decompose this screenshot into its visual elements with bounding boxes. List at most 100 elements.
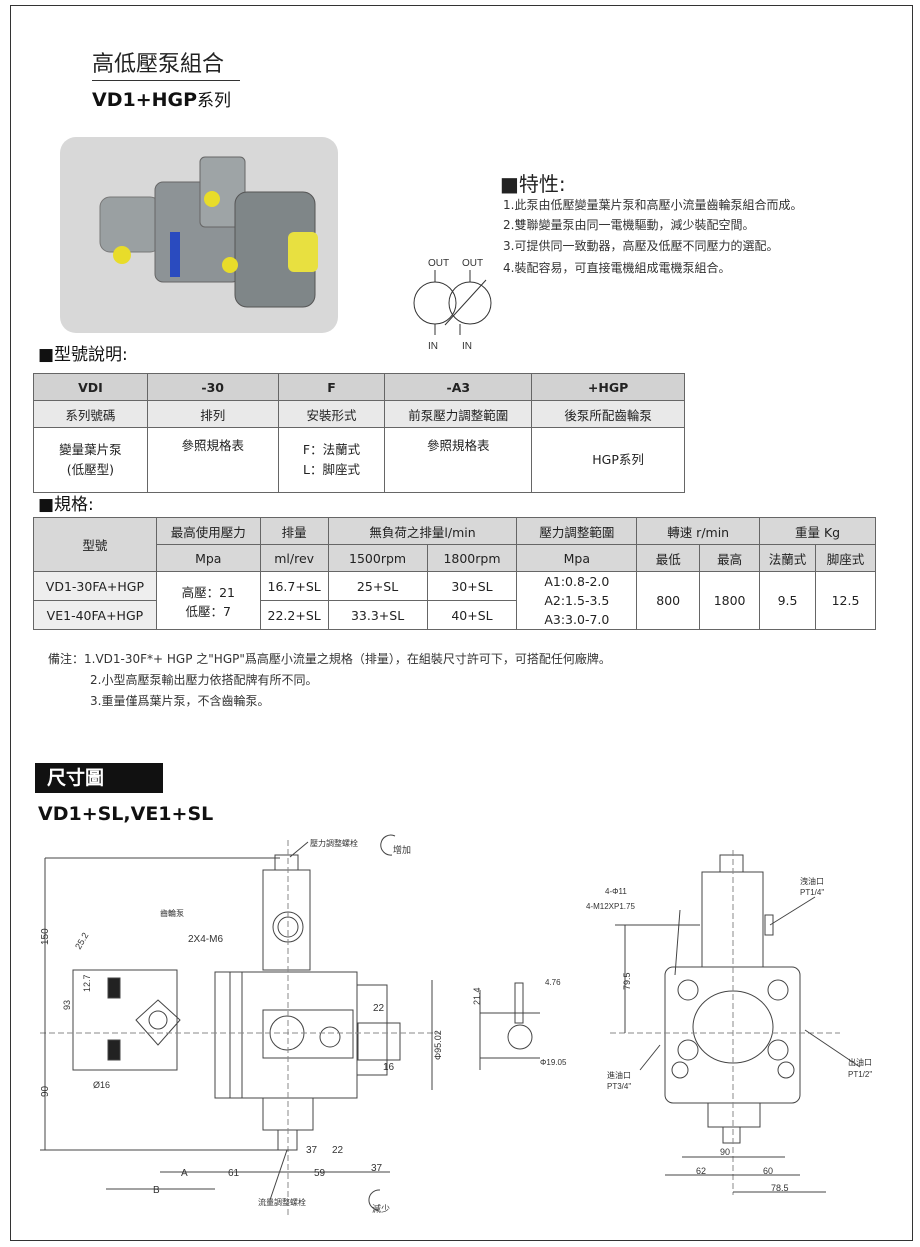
- dim-79-5: 79.5: [622, 972, 632, 990]
- unit-cell: 最高: [699, 544, 761, 572]
- inlet-label: 進油口: [607, 1070, 631, 1080]
- feature-item: 2.雙聯變量泵由同一電機驅動，減少裝配空間。: [503, 218, 755, 232]
- specs-heading: ■規格:: [38, 495, 94, 515]
- detail-cell: 參照規格表: [384, 427, 533, 493]
- range-a1: A1:0.8-2.0: [544, 574, 610, 589]
- dim-62: 62: [696, 1166, 706, 1176]
- dim-phi16: Ø16: [93, 1080, 110, 1090]
- detail-text: F：法蘭式: [302, 442, 361, 457]
- in-label: IN: [462, 341, 472, 352]
- in-label: IN: [428, 341, 438, 352]
- disp-cell: 22.2+SL: [259, 600, 329, 630]
- dim-150: 150: [40, 928, 51, 945]
- hydraulic-symbol: OUT OUT IN IN: [413, 258, 492, 352]
- drain-size-label: PT1/4": [800, 888, 824, 897]
- flow-cell: 30+SL: [426, 571, 518, 601]
- detail-cell: F：法蘭式 L：脚座式: [277, 427, 386, 493]
- page-title: 高低壓泵組合: [92, 46, 240, 81]
- unit-cell: 法蘭式: [759, 544, 816, 572]
- outlet-size-label: PT1/2": [848, 1070, 872, 1079]
- header-speed: 轉速 r/min: [636, 517, 761, 545]
- code-cell: -30: [146, 373, 279, 401]
- unit-cell: 1500rpm: [327, 544, 428, 572]
- note-1: 備注：1.VD1-30F*+ HGP 之"HGP"爲高壓小流量之規格（排量），在…: [48, 652, 611, 666]
- flow-cell: 33.3+SL: [327, 600, 428, 630]
- dim-61: 61: [228, 1168, 240, 1179]
- dim-78-5: 78.5: [771, 1183, 789, 1193]
- inlet-size-label: PT3/4": [607, 1082, 631, 1091]
- pump-image: [99, 156, 318, 308]
- dim-37: 37: [371, 1163, 383, 1174]
- dimension-model: VD1+SL,VE1+SL: [38, 803, 214, 825]
- front-view-drawing: 4-Φ11 4-M12XP1.75 洩油口 PT1/4" 79.5 21.4 4…: [472, 850, 872, 1195]
- outlet-label: 出油口: [848, 1057, 872, 1067]
- bolt-label: 2X4-M6: [188, 934, 223, 945]
- dim-B: B: [153, 1185, 160, 1196]
- side-view-drawing: 壓力調整螺栓 增加 齒輪泵 2X4-M6 150 90 25.2 12.7 93…: [40, 834, 443, 1215]
- gear-pump-label: 齒輪泵: [160, 908, 184, 918]
- model-cell: VE1-40FA+HGP: [33, 600, 157, 630]
- drain-label: 洩油口: [800, 876, 824, 886]
- weight-flange-cell: 9.5: [759, 571, 816, 630]
- pressure-screw-label: 壓力調整螺栓: [310, 838, 358, 848]
- dim-22: 22: [332, 1145, 344, 1156]
- range-a2: A2:1.5-3.5: [544, 593, 610, 608]
- model-cell: VD1-30FA+HGP: [33, 571, 157, 601]
- detail-cell: HGP系列: [531, 427, 685, 493]
- code-cell: -A3: [384, 373, 533, 401]
- dim-25-2: 25.2: [73, 931, 90, 951]
- decrease-label: 減少: [372, 1203, 390, 1214]
- detail-cell: 變量葉片泵 (低壓型): [33, 427, 148, 493]
- note-2: 2.小型高壓泵輸出壓力依搭配牌有所不同。: [90, 673, 318, 687]
- model-code-heading: ■型號說明:: [38, 345, 128, 365]
- flow-cell: 25+SL: [327, 571, 428, 601]
- features-heading: ■特性:: [500, 172, 566, 196]
- meaning-cell: 系列號碼: [33, 400, 148, 428]
- dimension-badge: 尺寸圖: [35, 763, 163, 793]
- meaning-cell: 前泵壓力調整範圍: [384, 400, 533, 428]
- dim-21-4: 21.4: [472, 987, 482, 1005]
- dim-22: 22: [373, 1003, 385, 1014]
- detail-text: (低壓型): [66, 462, 115, 477]
- dim-59: 59: [314, 1168, 326, 1179]
- meaning-cell: 安裝形式: [277, 400, 386, 428]
- flow-cell: 40+SL: [426, 600, 518, 630]
- dim-phi95: Φ95.02: [433, 1030, 443, 1060]
- out-label: OUT: [462, 258, 483, 269]
- dim-key: 4.76: [545, 978, 561, 987]
- unit-cell: 1800rpm: [426, 544, 518, 572]
- dim-60: 60: [763, 1166, 773, 1176]
- flow-screw-label: 流量調整螺栓: [258, 1197, 306, 1207]
- note-3: 3.重量僅爲葉片泵，不含齒輪泵。: [90, 694, 270, 708]
- dim-93: 93: [62, 1000, 72, 1010]
- code-cell: VDI: [33, 373, 148, 401]
- code-cell: F: [277, 373, 386, 401]
- dim-12-7: 12.7: [82, 974, 92, 992]
- detail-text: L：脚座式: [303, 462, 360, 477]
- feature-item: 4.裝配容易，可直接電機組成電機泵組合。: [503, 261, 731, 275]
- page-frame: [10, 5, 913, 1241]
- holes-label: 4-Φ11: [605, 887, 627, 896]
- product-photo: [60, 137, 338, 333]
- dim-shaft: Φ19.05: [540, 1058, 567, 1067]
- dim-37: 37: [306, 1145, 318, 1156]
- speed-min-cell: 800: [636, 571, 701, 630]
- weight-foot-cell: 12.5: [814, 571, 877, 630]
- detail-text: 變量葉片泵: [59, 442, 122, 457]
- pressure-high: 高壓：21: [181, 584, 235, 600]
- feature-item: 3.可提供同一致動器，高壓及低壓不同壓力的選配。: [503, 239, 779, 253]
- series-model: VD1+HGP: [92, 89, 198, 111]
- out-label: OUT: [428, 258, 449, 269]
- feature-item: 1.此泵由低壓變量葉片泵和高壓小流量齒輪泵組合而成。: [503, 198, 803, 212]
- header-pressure: 最高使用壓力: [155, 517, 261, 545]
- dim-90: 90: [720, 1147, 730, 1157]
- dim-90: 90: [40, 1085, 51, 1097]
- speed-max-cell: 1800: [699, 571, 761, 630]
- dim-A: A: [181, 1168, 188, 1179]
- header-weight: 重量 Kg: [759, 517, 876, 545]
